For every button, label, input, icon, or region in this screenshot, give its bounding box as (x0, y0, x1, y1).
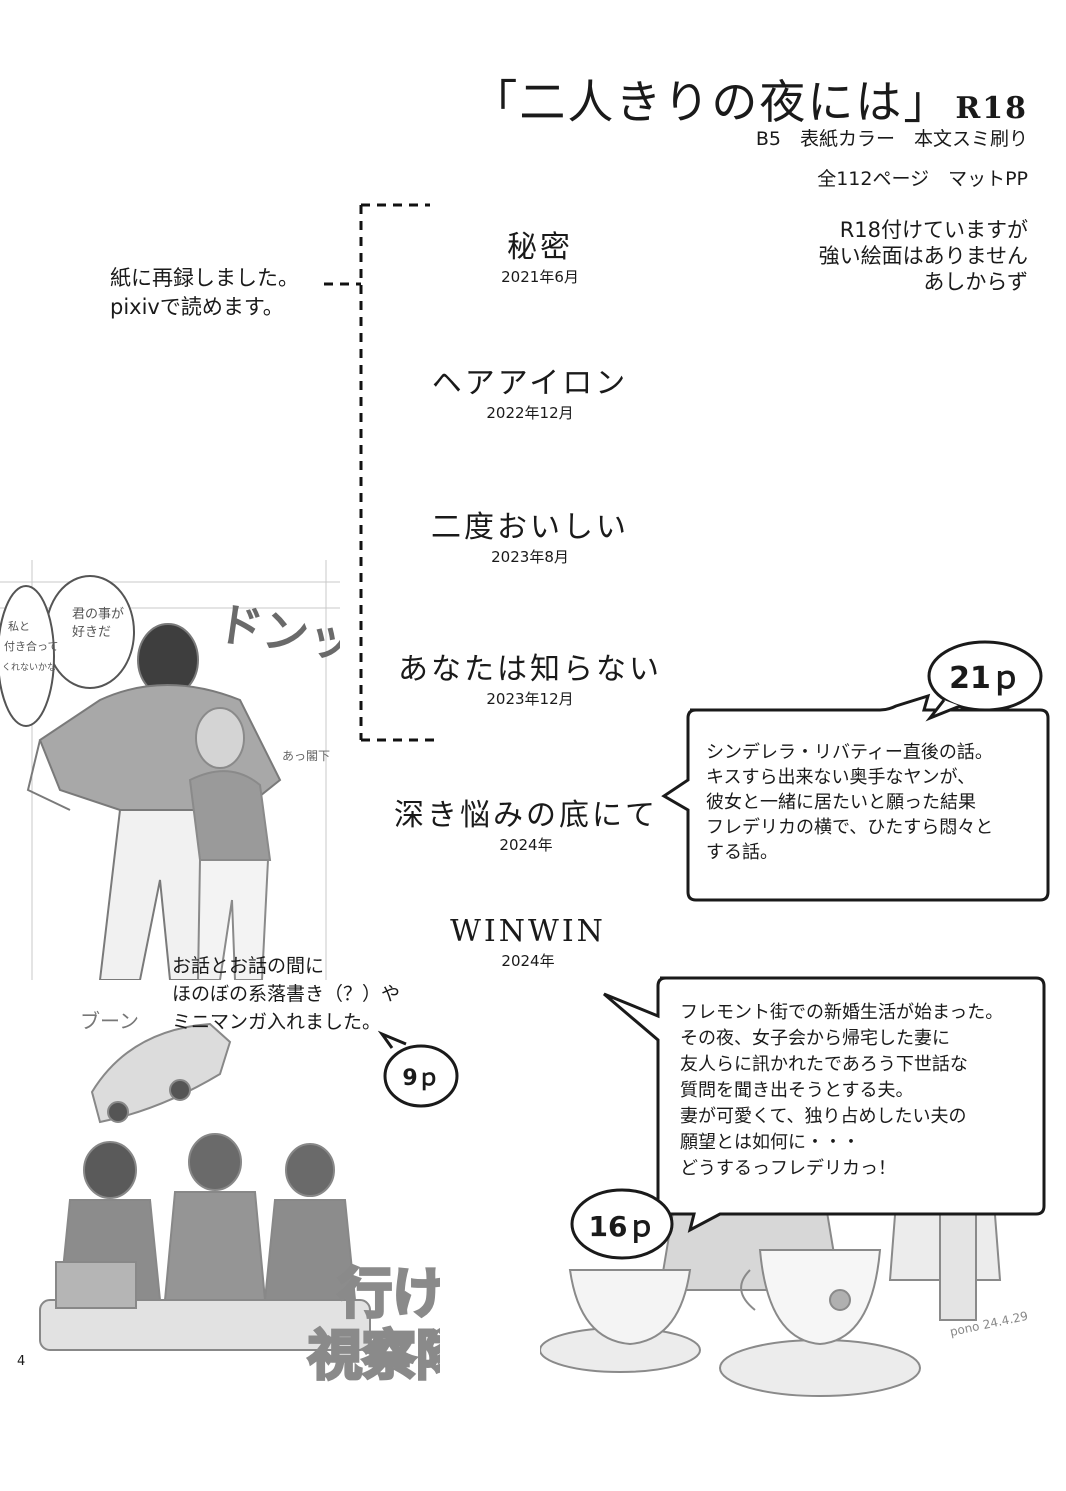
reprint-note-line: 紙に再録しました。 (110, 266, 299, 290)
extras-note: お話とお話の間に ほのぼの系落書き（？）や ミニマンガ入れました。 (172, 952, 400, 1036)
extras-page-badge: 9ｐ (378, 1030, 459, 1108)
page-number: 4 (17, 1354, 26, 1369)
story5-summary: シンデレラ・リバティー直後の話。 キスすら出来ない奥手なヤンが、 彼女と一緒に居… (706, 740, 993, 865)
r18-note-line: 強い絵面はありません (818, 244, 1028, 268)
caption-ike: 行け (338, 1262, 440, 1325)
story-date: 2023年12月 (486, 690, 574, 708)
story-item: 秘密 2021年6月 (360, 230, 720, 288)
book-title: 「二人きりの夜には」R18 (471, 66, 1028, 132)
story-item: ヘアアイロン 2022年12月 (350, 366, 710, 424)
reprint-note-line: pixivで読めます。 (110, 295, 284, 319)
story-item: WINWIN 2024年 (348, 914, 708, 972)
illustration-couple: 君の事が 好きだ 私と 付き合って くれないかな ドンッ あっ閣下 (0, 560, 340, 980)
summary-line: 質問を聞き出そうとする夫。 (680, 1080, 914, 1101)
story-date: 2022年12月 (486, 404, 574, 422)
summary-bubble-story5: 21ｐ (661, 640, 1050, 902)
story-item: 二度おいしい 2023年8月 (350, 510, 710, 568)
summary-line: 願望とは如何に・・・ (680, 1132, 860, 1153)
story-date: 2024年 (499, 836, 553, 854)
story-title: WINWIN (450, 914, 606, 949)
summary-line: 彼女と一緒に居たいと願った結果 (706, 792, 976, 813)
bubble-kimi-text: 好きだ (72, 625, 111, 640)
r18-note: R18付けていますが 強い絵面はありません あしからず (819, 217, 1028, 295)
caption-ike: 視察隊♥ (308, 1324, 440, 1387)
story-date: 2021年6月 (501, 268, 579, 286)
summary-line: フレデリカの横で、ひたすら悶々と (706, 817, 994, 838)
r18-tag: R18 (955, 91, 1028, 126)
story-title: あなたは知らない (398, 652, 662, 687)
summary-line: キスすら出来ない奥手なヤンが、 (706, 767, 976, 788)
r18-note-line: あしからず (923, 270, 1028, 294)
r18-note-line: R18付けていますが (839, 218, 1028, 242)
story-title: ヘアアイロン (431, 366, 629, 401)
bubble-watashi-text: 付き合って (4, 639, 58, 653)
story-title: 秘密 (507, 230, 573, 265)
summary-line: フレモント街での新婚生活が始まった。 (680, 1002, 1004, 1023)
page-count-badge: 21ｐ (949, 661, 1021, 696)
extras-note-line: お話とお話の間に (172, 955, 325, 977)
bubble-watashi-text: くれないかな (2, 662, 56, 673)
page-count-badge: 9ｐ (402, 1066, 439, 1091)
murmur-kakka: あっ閣下 (282, 749, 330, 763)
story6-summary: フレモント街での新婚生活が始まった。 その夜、女子会から帰宅した妻に 友人らに訊… (680, 1000, 1003, 1182)
bubble-kimi-text: 君の事が (72, 607, 124, 622)
story-title: 深き悩みの底にて (394, 798, 658, 833)
story-title: 二度おいしい (431, 510, 629, 545)
bubble-watashi-text: 私と (8, 620, 30, 633)
summary-line: その夜、女子会から帰宅した妻に (680, 1028, 950, 1049)
story-date: 2024年 (501, 952, 555, 970)
summary-bubble-story6: 16ｐ (570, 976, 1046, 1260)
summary-line: する話。 (706, 842, 778, 863)
sfx-don: ドンッ (214, 596, 340, 669)
summary-line: シンデレラ・リバティー直後の話。 (706, 742, 993, 763)
spec-pages: 全112ページ マットPP (817, 168, 1028, 190)
extras-note-line: ミニマンガ入れました。 (172, 1011, 382, 1033)
spec-format: B5 表紙カラー 本文スミ刷り (755, 128, 1028, 150)
story-item: 深き悩みの底にて 2024年 (346, 798, 706, 856)
extras-note-line: ほのぼの系落書き（？）や (172, 983, 401, 1005)
summary-line: どうするっフレデリカっ！ (680, 1158, 896, 1179)
page-count-badge: 16ｐ (589, 1210, 656, 1244)
book-title-text: 「二人きりの夜には」 (471, 75, 952, 129)
sfx-brun: ブーン (80, 1009, 139, 1033)
reprint-note: 紙に再録しました。 pixivで読めます。 (110, 264, 299, 322)
story-item: あなたは知らない 2023年12月 (350, 652, 710, 710)
summary-line: 妻が可愛くて、独り占めしたい夫の (680, 1106, 967, 1127)
summary-line: 友人らに訊かれたであろう下世話な (680, 1054, 968, 1075)
illustration-inspection-team: ブーン 行け 視察隊♥ (39, 1009, 440, 1389)
story-date: 2023年8月 (491, 548, 569, 566)
